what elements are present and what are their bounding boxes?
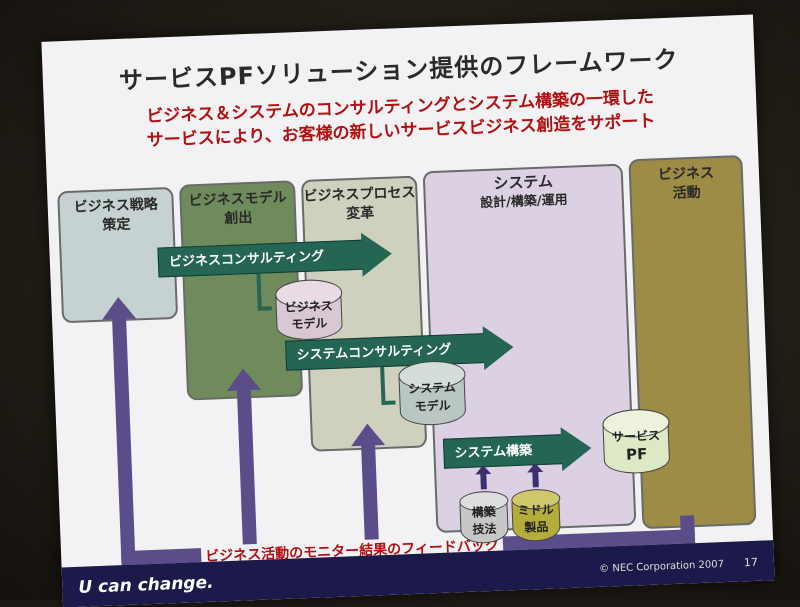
service-pf-cylinder: サービス PF — [601, 407, 671, 475]
arrow-head — [360, 231, 393, 277]
page-number: 17 — [743, 555, 759, 570]
small-up-arrow-head — [526, 462, 544, 473]
feedback-arrow-head — [101, 296, 137, 320]
presentation-slide: サービスPFソリューション提供のフレームワーク ビジネス＆システムのコンサルティ… — [41, 14, 775, 607]
cylinder-label: 製品 — [524, 519, 549, 535]
connector-line — [257, 306, 272, 311]
feedback-arrow-shaft — [236, 384, 258, 561]
cylinder-label: モデル — [291, 316, 328, 332]
cylinder-label: サービス — [611, 428, 661, 445]
arrow-head — [482, 324, 515, 371]
cylinder-label: モデル — [414, 398, 451, 414]
feedback-arrow-head — [350, 422, 386, 447]
cylinder-label: 構築 — [471, 504, 497, 520]
small-up-arrow-head — [474, 464, 492, 475]
feedback-arrow-shaft — [111, 314, 136, 566]
connector-line — [381, 400, 396, 406]
cylinder-label: PF — [625, 444, 648, 464]
arrow-head — [560, 426, 593, 472]
business-model-cylinder: ビジネス モデル — [274, 278, 344, 342]
system-model-cylinder: システム モデル — [397, 359, 467, 427]
column-label: 活動 — [672, 184, 701, 202]
cylinder-label: 技法 — [472, 521, 497, 537]
feedback-arrow-head — [226, 367, 261, 392]
column-business-activity: ビジネス 活動 — [628, 155, 757, 530]
build-method-cylinder: 構築 技法 — [458, 489, 509, 545]
cylinder-label: システム — [407, 380, 457, 397]
small-up-arrow — [532, 471, 539, 488]
middleware-cylinder: ミドル 製品 — [510, 487, 561, 543]
cylinder-label: ミドル — [517, 502, 554, 518]
small-up-arrow — [480, 473, 487, 490]
system-build-arrow: システム構築 — [442, 434, 564, 469]
